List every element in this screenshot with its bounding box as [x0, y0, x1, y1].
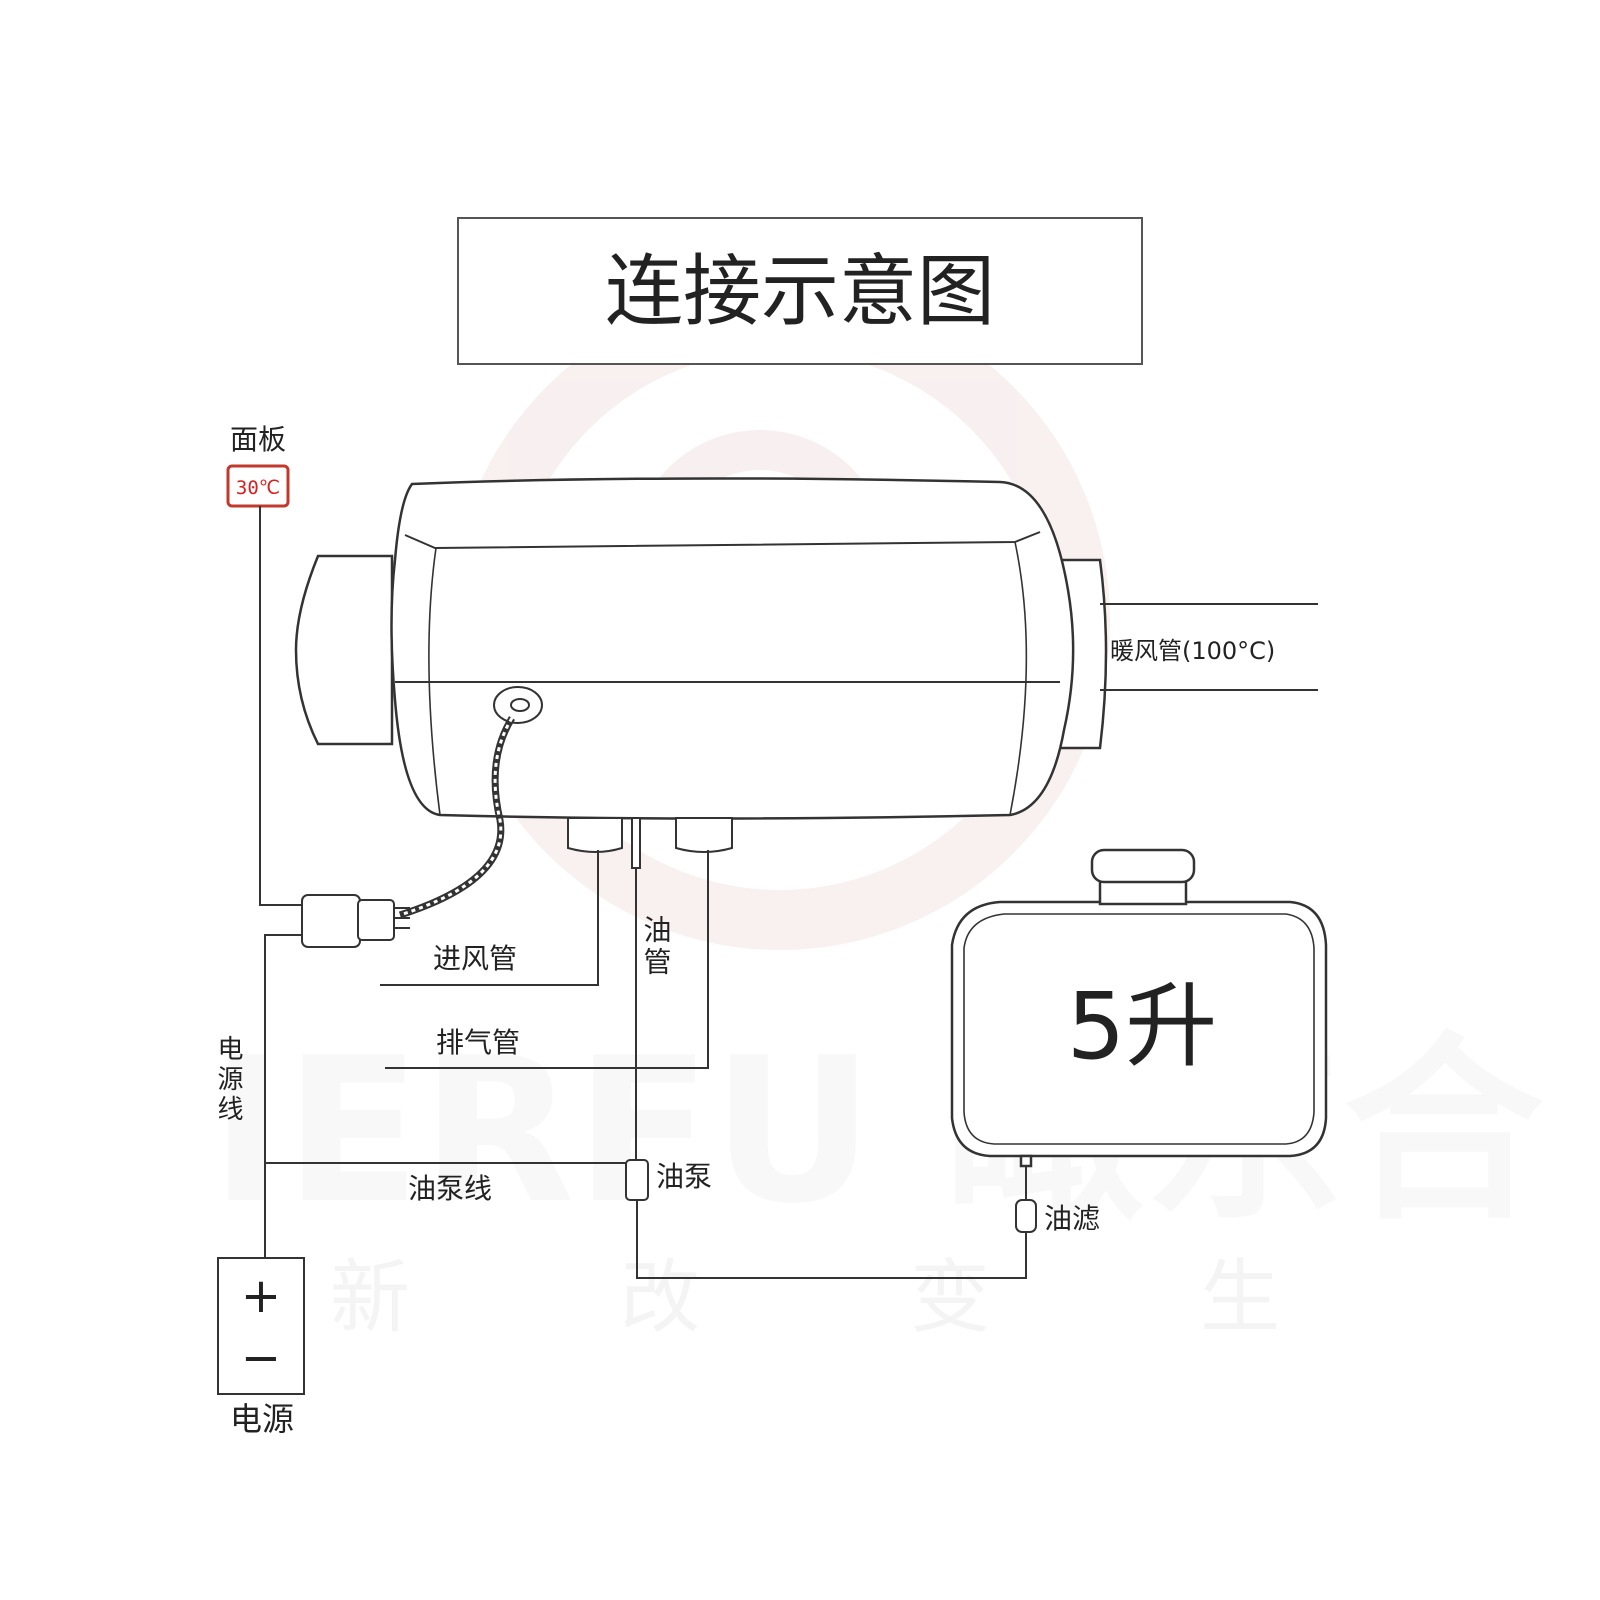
fuel-filter-label: 油滤 [1044, 1202, 1100, 1235]
warm-air-duct [1100, 603, 1318, 691]
exhaust-pipe-label: 排气管 [436, 1026, 520, 1059]
harness-cable-core [399, 717, 514, 917]
exhaust-pipe [385, 850, 709, 1069]
fuel-pump-label: 油泵 [656, 1160, 712, 1193]
exhaust-port [675, 817, 733, 853]
fuel-tank-capacity: 5升 [1067, 973, 1218, 1080]
panel-wire [259, 506, 305, 906]
heater-body [390, 477, 1075, 820]
heater-left-ridge [428, 547, 441, 816]
fuel-tank-cap [1090, 848, 1196, 884]
harness-grommet-hole [510, 698, 530, 712]
watermark-slogan-char-2: 改 [620, 1251, 700, 1344]
power-source-box [217, 1257, 305, 1395]
heater-right-ridge [1009, 541, 1028, 816]
watermark-slogan-char-3: 变 [910, 1251, 990, 1344]
watermark-slogan-char-1: 新 [330, 1251, 410, 1344]
battery-plus: + [241, 1268, 281, 1324]
air-intake-pipe [380, 850, 599, 986]
control-panel [226, 464, 290, 508]
fuel-pump [625, 1159, 649, 1201]
fuel-pipe-label: 油管 [640, 915, 673, 979]
power-cable-label-1: 电源线 [213, 1035, 243, 1125]
fuel-pump-wire-label: 油泵线 [408, 1172, 492, 1205]
heater-ports [567, 817, 733, 869]
power-cable [264, 934, 302, 1258]
fuel-pipe-nozzle [631, 817, 641, 869]
air-intake-port [567, 817, 623, 853]
panel-display: 30℃ [236, 477, 280, 499]
connector-plug [301, 894, 361, 948]
heater-unit [294, 477, 1108, 820]
heater-top-seam [404, 531, 1041, 550]
watermark-text-group: IERFU 瞰东合 [210, 1015, 1544, 1248]
fuel-tank-outlet [1019, 1154, 1033, 1168]
warm-air-duct-label: 暖风管(100°C) [1110, 637, 1275, 665]
title-box [457, 217, 1143, 365]
battery-minus: − [241, 1330, 281, 1386]
fuel-tank [950, 848, 1328, 1168]
power-source-label: 电源 [230, 1400, 294, 1438]
wire-connector [301, 894, 410, 948]
watermark-brand: IERFU 瞰东合 [210, 1015, 1544, 1248]
air-intake-pipe-label: 进风管 [433, 942, 517, 975]
page-title: 连接示意图 [605, 247, 995, 337]
watermark-slogan: 新 改 变 生 [330, 1251, 1280, 1344]
connector-socket [357, 899, 395, 941]
panel-label: 面板 [230, 423, 286, 456]
heater-left-cap [294, 554, 394, 746]
fuel-tank-inner [963, 913, 1315, 1145]
fuel-line [636, 1200, 1027, 1279]
fuel-filter [1015, 1199, 1037, 1233]
watermark-slogan-char-4: 生 [1200, 1251, 1280, 1344]
